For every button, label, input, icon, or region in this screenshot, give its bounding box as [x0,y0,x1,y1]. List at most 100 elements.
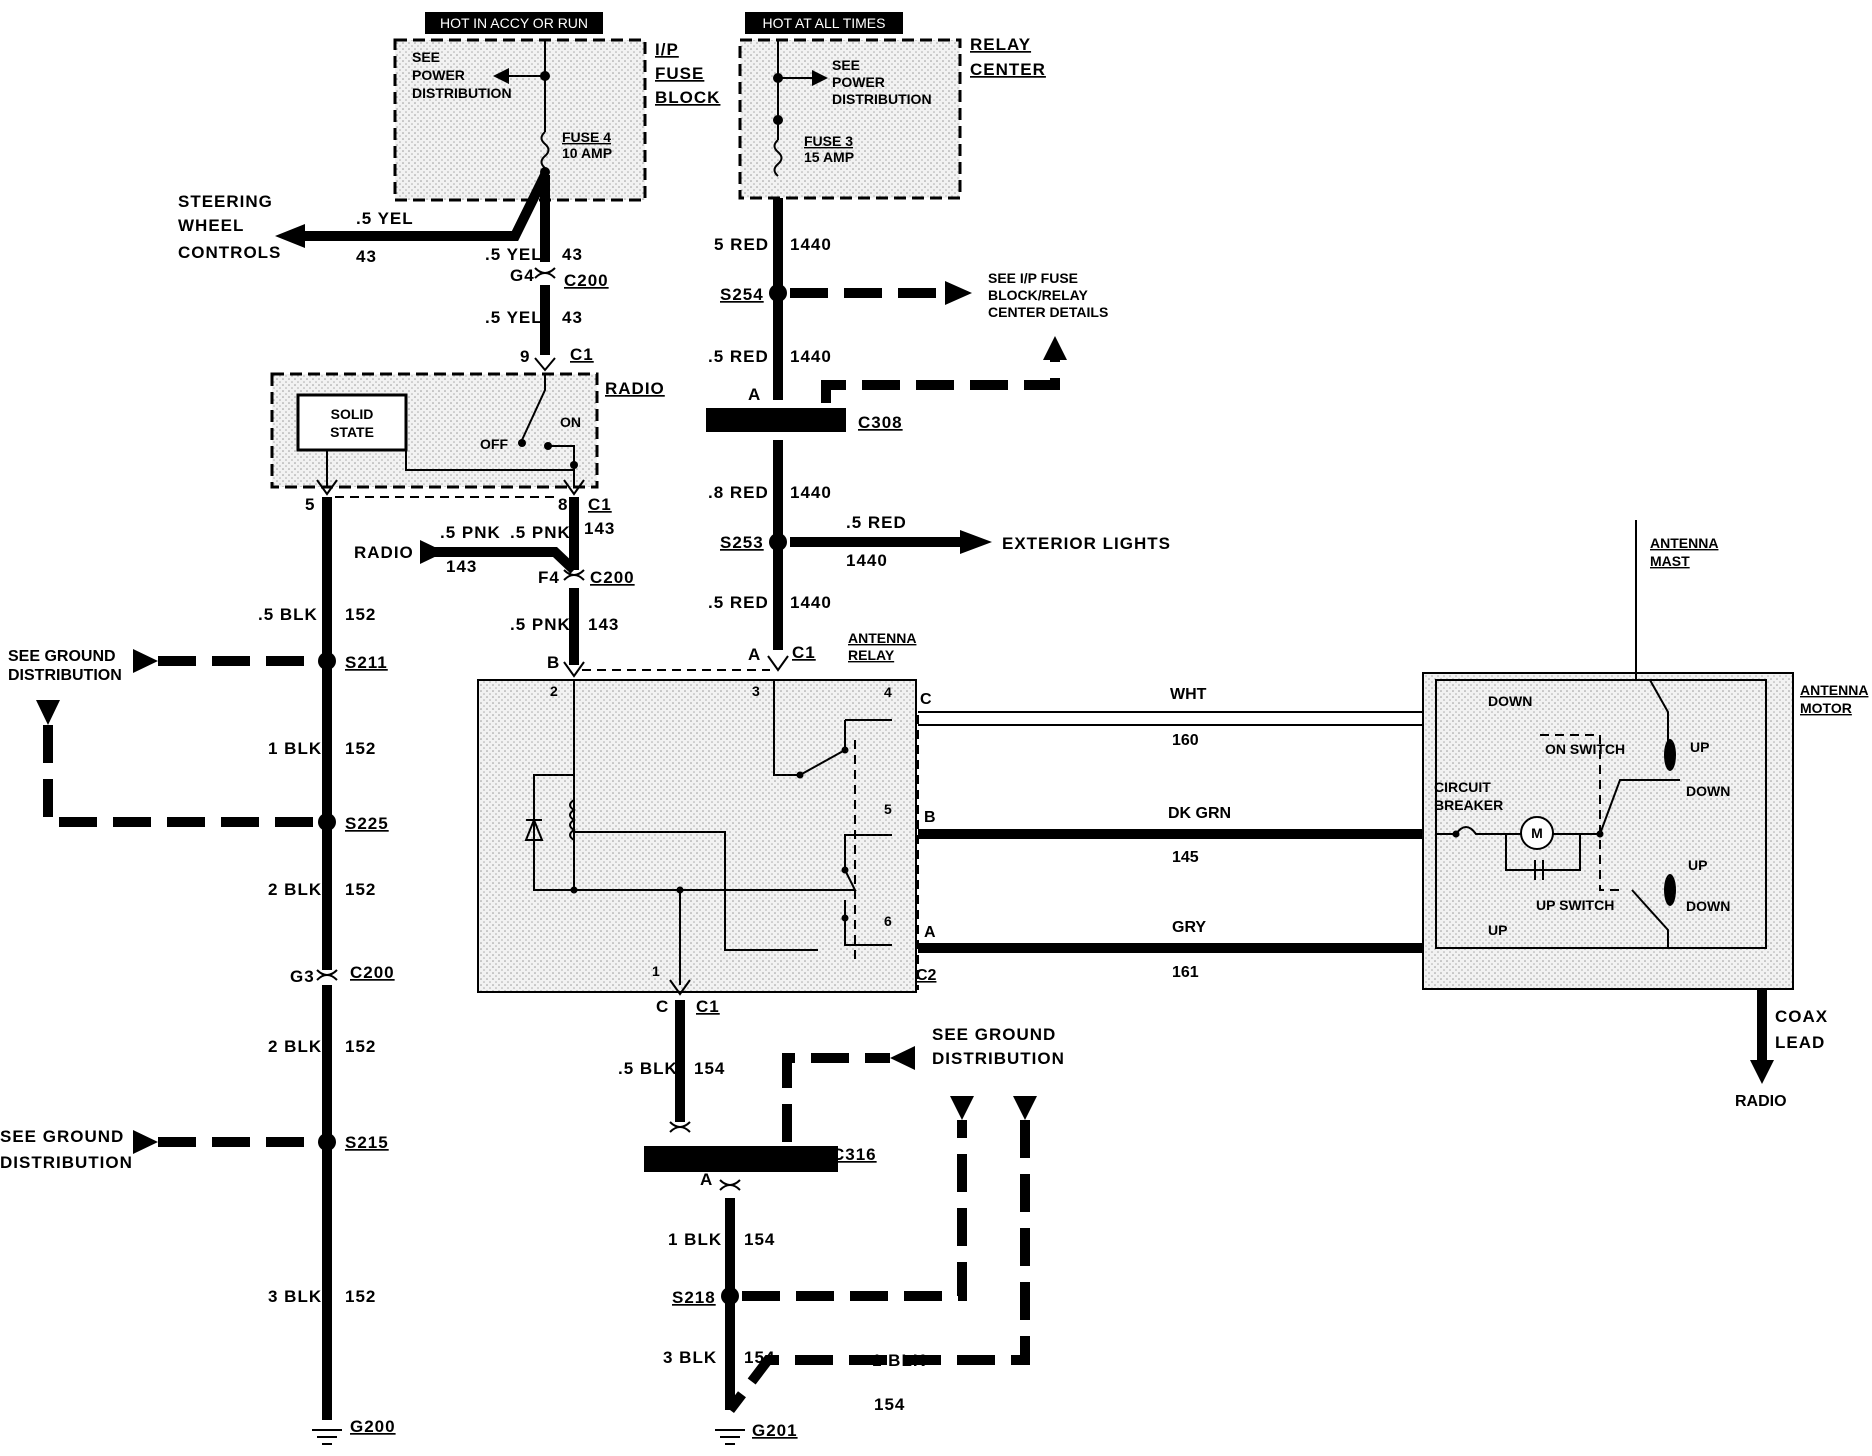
svg-text:A: A [924,924,936,941]
svg-text:8: 8 [558,495,568,514]
svg-text:DK GRN: DK GRN [1168,805,1231,822]
antenna-motor: ANTENNA MOTOR ANTENNA MAST DOWN ON SWITC… [1422,520,1868,990]
svg-text:C2: C2 [916,967,937,984]
ground-ref-s215: SEE GROUND DISTRIBUTION [0,1127,317,1172]
svg-text:1440: 1440 [790,235,832,254]
svg-text:152: 152 [345,1287,376,1306]
wire-161: A GRY 161 C2 [916,715,1423,990]
svg-text:SEE: SEE [412,49,440,65]
svg-text:F4: F4 [538,568,560,587]
svg-text:RELAY: RELAY [970,35,1031,54]
svg-text:SEE GROUND: SEE GROUND [932,1025,1056,1044]
svg-text:143: 143 [446,557,477,576]
svg-text:UP: UP [1690,739,1709,755]
svg-text:154: 154 [744,1230,775,1249]
svg-text:C: C [656,997,669,1016]
svg-text:B: B [924,809,936,826]
svg-text:CONTROLS: CONTROLS [178,243,281,262]
svg-text:B: B [547,653,560,672]
svg-text:160: 160 [1172,732,1199,749]
ground-ref-s225 [36,700,317,827]
svg-text:.5 YEL: .5 YEL [356,209,414,228]
svg-text:A: A [748,385,761,404]
svg-text:C1: C1 [570,345,594,364]
svg-text:ON SWITCH: ON SWITCH [1545,741,1625,757]
svg-text:HOT AT ALL TIMES: HOT AT ALL TIMES [763,15,886,31]
svg-text:5: 5 [305,495,315,514]
svg-text:S218: S218 [672,1288,716,1307]
wire-160: C WHT 160 [918,686,1423,749]
svg-text:POWER: POWER [412,67,465,83]
svg-text:43: 43 [562,245,583,264]
svg-text:C: C [920,691,932,708]
svg-text:154: 154 [744,1348,775,1367]
svg-text:UP: UP [1488,922,1507,938]
svg-text:FUSE 3: FUSE 3 [804,133,853,149]
svg-text:DOWN: DOWN [1488,693,1532,709]
svg-text:1 BLK: 1 BLK [872,1351,926,1370]
svg-text:.5 RED: .5 RED [708,593,769,612]
svg-text:.5 PNK: .5 PNK [510,523,571,542]
svg-text:3 BLK: 3 BLK [268,1287,322,1306]
svg-text:DOWN: DOWN [1686,898,1730,914]
svg-text:1 BLK: 1 BLK [268,739,322,758]
svg-text:1440: 1440 [790,593,832,612]
svg-text:STATE: STATE [330,424,374,440]
svg-text:10 AMP: 10 AMP [562,145,612,161]
svg-text:2 BLK: 2 BLK [268,1037,322,1056]
relay-center: RELAY CENTER SEE POWER DISTRIBUTION FUSE… [738,35,1045,200]
svg-text:RADIO: RADIO [1735,1093,1787,1110]
svg-text:RELAY: RELAY [848,647,895,663]
svg-text:WHEEL: WHEEL [178,216,244,235]
svg-text:G201: G201 [752,1421,798,1440]
svg-text:SEE I/P FUSE: SEE I/P FUSE [988,270,1078,286]
svg-text:DISTRIBUTION: DISTRIBUTION [832,91,932,107]
header-all-times: HOT AT ALL TIMES [745,12,903,34]
ground-ref-s211: SEE GROUND DISTRIBUTION [8,648,317,684]
svg-text:LEAD: LEAD [1775,1033,1825,1052]
svg-text:SEE GROUND: SEE GROUND [0,1127,124,1146]
svg-text:OFF: OFF [480,436,508,452]
svg-text:5: 5 [884,801,892,817]
svg-text:43: 43 [562,308,583,327]
svg-text:6: 6 [884,913,892,929]
svg-text:1: 1 [652,963,660,979]
svg-text:SEE GROUND: SEE GROUND [8,648,116,665]
svg-text:S225: S225 [345,814,389,833]
svg-text:1440: 1440 [790,347,832,366]
svg-text:G3: G3 [290,967,315,986]
svg-text:.8 RED: .8 RED [708,483,769,502]
svg-text:STEERING: STEERING [178,192,273,211]
svg-text:4: 4 [884,684,892,700]
svg-text:3 BLK: 3 BLK [663,1348,717,1367]
ground-wire-152: 5 .5 BLK 152 S211 1 BLK 152 S225 2 BLK 1… [258,479,585,1445]
antenna-relay: ANTENNA RELAY 2 3 4 5 6 1 [477,630,917,996]
svg-text:1 BLK: 1 BLK [668,1230,722,1249]
svg-text:154: 154 [874,1395,905,1414]
svg-text:152: 152 [345,605,376,624]
svg-text:UP: UP [1688,857,1707,873]
svg-text:C200: C200 [350,963,395,982]
svg-text:UP SWITCH: UP SWITCH [1536,897,1614,913]
header-accy-run: HOT IN ACCY OR RUN [425,12,603,34]
svg-text:143: 143 [588,615,619,634]
svg-text:C200: C200 [564,271,609,290]
svg-text:EXTERIOR LIGHTS: EXTERIOR LIGHTS [1002,534,1171,553]
svg-text:S211: S211 [345,653,388,672]
svg-text:POWER: POWER [832,74,885,90]
svg-text:M: M [1531,825,1543,841]
svg-text:C308: C308 [858,413,903,432]
svg-text:.5 YEL: .5 YEL [485,245,543,264]
svg-text:DISTRIBUTION: DISTRIBUTION [0,1153,133,1172]
svg-text:FUSE: FUSE [655,64,704,83]
svg-text:MOTOR: MOTOR [1800,700,1852,716]
svg-text:145: 145 [1172,849,1199,866]
svg-text:CENTER DETAILS: CENTER DETAILS [988,304,1108,320]
svg-text:BLOCK: BLOCK [655,88,720,107]
svg-text:.5 RED: .5 RED [846,513,907,532]
svg-text:A: A [748,645,761,664]
svg-text:9: 9 [520,347,530,366]
svg-text:C316: C316 [832,1145,877,1164]
ground-wire-154: C C1 .5 BLK 154 C316 SEE GROUND DISTRIBU… [618,997,1064,1445]
